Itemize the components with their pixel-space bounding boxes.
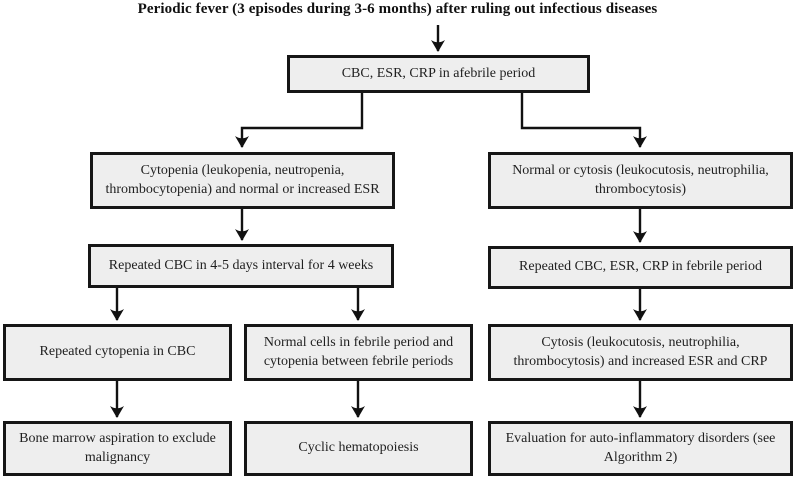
node-cytosis-increased-esr-crp: Cytosis (leukocutosis, neutrophilia, thr… — [488, 324, 793, 381]
arrow-root-to-right-branch — [520, 93, 647, 148]
node-repeated-cbc-febrile: Repeated CBC, ESR, CRP in febrile period — [488, 246, 793, 289]
node-cbc-esr-crp-afebrile: CBC, ESR, CRP in afebrile period — [287, 55, 590, 93]
node-evaluation-autoinflammatory: Evaluation for auto-inflammatory disorde… — [488, 421, 793, 476]
node-repeated-cytopenia: Repeated cytopenia in CBC — [3, 324, 232, 381]
node-normal-cells-febrile: Normal cells in febrile period and cytop… — [244, 324, 473, 381]
node-cyclic-hematopoiesis: Cyclic hematopoiesis — [244, 421, 473, 476]
node-repeated-cbc-interval: Repeated CBC in 4-5 days interval for 4 … — [88, 244, 394, 288]
arrow-root-to-left-branch — [235, 93, 364, 148]
diagram-title: Periodic fever (3 episodes during 3-6 mo… — [137, 1, 658, 17]
node-cytopenia-normal-increased-esr: Cytopenia (leukopenia, neutropenia, thro… — [90, 152, 395, 209]
node-bone-marrow-aspiration: Bone marrow aspiration to exclude malign… — [3, 421, 232, 476]
node-normal-or-cytosis: Normal or cytosis (leukocutosis, neutrop… — [488, 152, 793, 209]
